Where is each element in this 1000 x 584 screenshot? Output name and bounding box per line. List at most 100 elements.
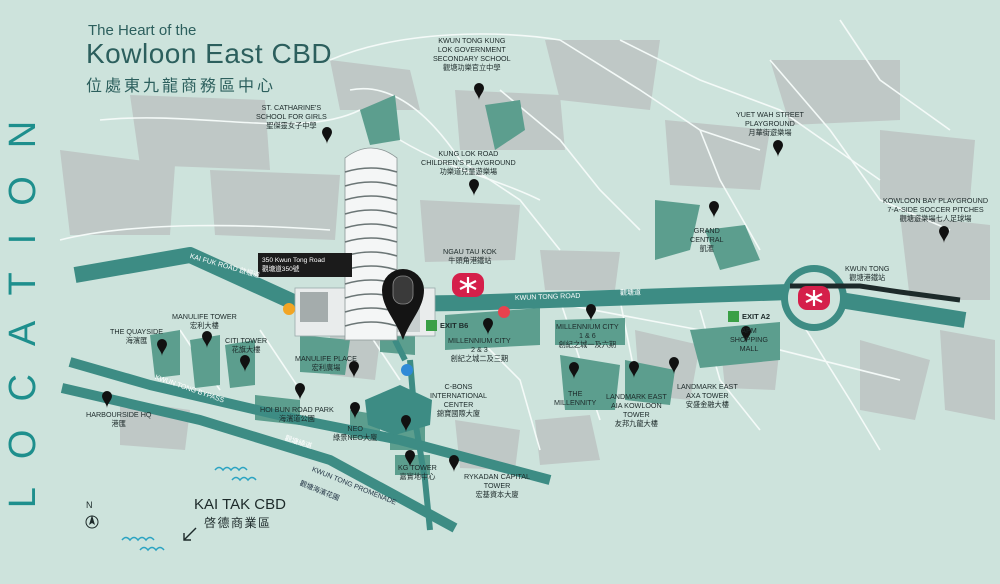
place-label-line: PLAYGROUND: [745, 119, 795, 128]
exit-icon: [728, 311, 739, 322]
place-label-line: SCHOOL FOR GIRLS: [256, 112, 327, 121]
place-label-line: TOWER: [483, 481, 511, 490]
place-label-line: CITI TOWER: [225, 336, 268, 345]
place-label-line: MANULIFE TOWER: [172, 312, 237, 321]
place-label-line: SECONDARY SCHOOL: [433, 54, 511, 63]
pin-icon: [202, 331, 212, 348]
place-label-line: 創紀之城一及六期: [558, 340, 617, 349]
place-label-line: 宏利廣場: [311, 363, 341, 372]
pin-icon: [240, 355, 250, 372]
pin-icon: [669, 357, 679, 374]
place-label-line: MILLENNIUM CITY: [448, 336, 511, 345]
place-label-line: 7-A-SIDE SOCCER PITCHES: [887, 205, 984, 214]
exit-icon: [426, 320, 437, 331]
north-label: N: [86, 500, 93, 510]
exit-b6-label: EXIT B6: [440, 321, 469, 330]
pin-icon: [405, 450, 415, 467]
place-label-line: 花旗大樓: [231, 345, 261, 354]
header-chinese: 位處東九龍商務區中心: [86, 78, 277, 95]
place-label-line: 海濱匯: [125, 336, 148, 345]
place-label-line: LANDMARK EAST: [677, 382, 738, 391]
place-label-line: 綠景NEO大廈: [333, 433, 378, 442]
place-label-line: 功樂道兒童遊樂場: [439, 167, 498, 176]
place-label-line: 觀塘功樂官立中學: [443, 63, 501, 72]
place-label-line: 觀塘港鐵站: [849, 273, 886, 282]
pin-icon-group: [102, 83, 949, 472]
place-label-line: 月華街遊樂場: [748, 128, 792, 137]
place-label-line: 安盛金融大樓: [685, 400, 729, 409]
pin-icon: [773, 140, 783, 157]
place-label-line: KOWLOON BAY PLAYGROUND: [883, 196, 989, 205]
place-label-line: C-BONS: [444, 382, 473, 391]
road-junction: [365, 385, 432, 435]
featured-label-zh: 觀塘道350號: [262, 266, 300, 273]
pin-icon: [939, 226, 949, 243]
pin-icon: [741, 326, 751, 343]
place-label-line: SHOPPING: [730, 335, 768, 344]
place-label-line: MANULIFE PLACE: [295, 354, 357, 363]
place-label-line: KWUN TONG: [845, 264, 890, 273]
place-label-line: 宏基資本大廈: [475, 490, 519, 499]
mtr-icon: [798, 286, 830, 310]
pin-icon: [474, 83, 484, 100]
place-label-line: MALL: [739, 344, 759, 353]
exit-a2-label: EXIT A2: [742, 312, 771, 321]
place-label-line: 友邦九龍大樓: [614, 419, 658, 428]
north-arrow-icon: [85, 515, 99, 529]
place-label-line: MILLENNITY: [554, 398, 597, 407]
place-label-line: CHILDREN'S PLAYGROUND: [421, 158, 516, 167]
place-label-line: 創紀之城二及三期: [450, 354, 509, 363]
side-title: LOCATION: [3, 40, 45, 560]
place-label-line: HOI BUN ROAD PARK: [260, 405, 334, 414]
place-label-line: AXA TOWER: [686, 391, 729, 400]
place-label-line: RYKADAN CAPITAL: [464, 472, 531, 481]
pin-icon: [157, 339, 167, 356]
place-label-line: CENTER: [443, 400, 474, 409]
place-label-line: 宏利大樓: [190, 321, 219, 330]
pin-icon: [586, 304, 596, 321]
place-label-line: 嘉實地中心: [399, 472, 436, 481]
mtr-track: [790, 283, 961, 303]
place-label-line: THE QUAYSIDE: [110, 327, 163, 336]
place-label-line: NGAU TAU KOK: [443, 247, 497, 256]
road-label-kwun-tong-road-zh: 觀塘道: [619, 289, 642, 297]
place-label-line: GRAND: [693, 226, 720, 235]
place-label-line: 錦寶國際大廈: [436, 409, 481, 418]
building-blocks: [60, 40, 995, 470]
place-label-line: 牛頭角港鐵站: [448, 256, 492, 265]
header-line1: The Heart of the: [88, 22, 197, 39]
mtr-icon: [452, 273, 484, 297]
header-title: Kowloon East CBD: [86, 38, 333, 69]
place-label-line: THE: [567, 389, 583, 398]
pin-icon: [322, 127, 332, 144]
pin-icon: [483, 318, 493, 335]
place-label-line: TOWER: [623, 410, 650, 419]
pin-icon: [350, 402, 360, 419]
pin-icon: [709, 201, 719, 218]
place-label-line: MILLENNIUM CITY: [556, 322, 619, 331]
pin-icon: [349, 361, 359, 378]
pin-icon: [469, 179, 479, 196]
